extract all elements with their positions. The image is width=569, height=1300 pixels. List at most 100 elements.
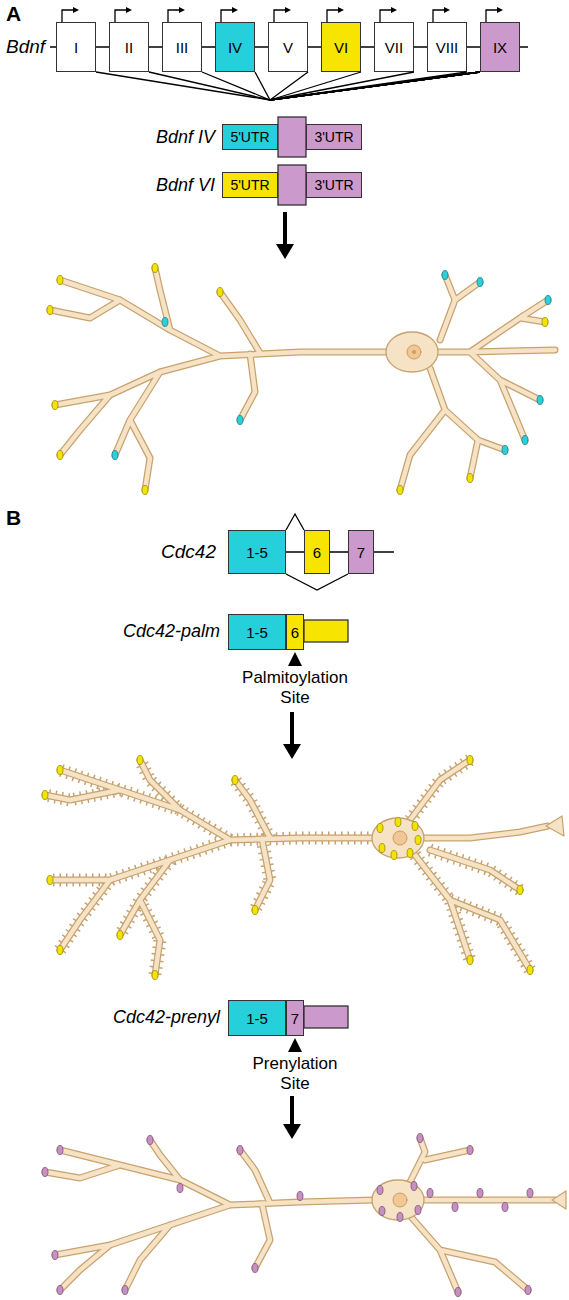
soma — [372, 818, 424, 858]
drawing-part — [142, 486, 148, 495]
exon-label: IX — [493, 40, 507, 55]
neurite-outline — [45, 1138, 555, 1292]
splice-line — [255, 72, 480, 100]
drawing-part — [397, 1213, 403, 1222]
drawing-part — [377, 824, 383, 833]
exon-label: V — [283, 40, 293, 55]
mrna-dots-pink — [42, 1134, 533, 1297]
drawing-part — [42, 1168, 48, 1177]
drawing-part — [397, 486, 403, 495]
soma — [372, 1180, 424, 1220]
exon-label: IV — [228, 40, 242, 55]
drawing-part — [527, 1189, 533, 1198]
drawing-part — [379, 844, 385, 853]
exon-box: 7 — [348, 530, 374, 574]
drawing-part — [57, 766, 63, 775]
exon-box: IV — [215, 22, 255, 72]
exon-box: 7 — [286, 1000, 304, 1036]
neurite-outline — [45, 760, 530, 975]
mrna-dots-yellow — [47, 264, 548, 495]
exon-label: 1-5 — [246, 545, 268, 560]
exon-label: 5'UTR — [230, 130, 269, 144]
drawing-part — [162, 318, 168, 327]
drawing-part — [545, 296, 551, 305]
drawing-part — [112, 451, 118, 460]
exon-box: 3'UTR — [306, 172, 362, 198]
exon-box: I — [56, 22, 96, 72]
gene-line — [286, 551, 394, 552]
utr-region — [304, 1006, 348, 1028]
growth-cone — [546, 816, 564, 836]
drawing-part — [455, 1288, 461, 1297]
exon-label: 1-5 — [246, 625, 268, 640]
drawing-part — [52, 1251, 58, 1260]
gene-name: Bdnf — [6, 36, 54, 58]
nucleus — [393, 1193, 407, 1207]
drawing-part — [537, 396, 543, 405]
drawing-part — [502, 446, 508, 455]
drawing-part — [57, 451, 63, 460]
drawing-part — [147, 1136, 153, 1145]
drawing-part — [542, 318, 548, 327]
drawing-part — [237, 416, 243, 425]
panel-letter: A — [6, 2, 36, 26]
splice-line — [286, 574, 348, 590]
drawing-part — [252, 1264, 258, 1273]
panel-letter: B — [6, 506, 36, 530]
exon-label: VII — [385, 40, 403, 55]
drawing-part — [442, 271, 448, 280]
splice-line — [202, 72, 480, 100]
drawing-part — [252, 906, 258, 915]
splice-line — [270, 72, 480, 100]
drawing-part — [276, 244, 294, 259]
drawing-part — [525, 1286, 531, 1295]
drawing-part — [290, 1096, 294, 1126]
splice-line — [96, 72, 480, 100]
exon-label: II — [125, 40, 133, 55]
drawing-part — [412, 822, 418, 831]
drawing-part — [391, 851, 397, 860]
exon-label: VIII — [436, 40, 459, 55]
drawing-part — [283, 744, 301, 759]
splice-line — [270, 72, 480, 100]
exon-box: 6 — [304, 530, 330, 574]
exon-label: 5'UTR — [230, 178, 269, 192]
soma — [386, 332, 438, 372]
drawing-part — [122, 1286, 128, 1295]
exon-box: VI — [321, 22, 361, 72]
exon-label: 6 — [291, 625, 299, 640]
drawing-part — [407, 849, 413, 858]
axon — [420, 826, 548, 838]
promoter-arrow — [433, 7, 450, 22]
splice-line — [286, 514, 304, 530]
site-marker — [288, 652, 302, 666]
growth-cone — [552, 1191, 566, 1209]
drawing-part — [452, 1203, 458, 1212]
drawing-part — [427, 1189, 433, 1198]
exon-box: II — [109, 22, 149, 72]
transcript-name: Cdc42-palm — [60, 621, 220, 642]
exon-box: VIII — [427, 22, 467, 72]
exon-label: 3'UTR — [314, 178, 353, 192]
exon-box: IX — [480, 22, 520, 72]
drawing-part — [57, 1286, 63, 1295]
neuron — [45, 1138, 566, 1292]
dendritic-spines — [45, 760, 530, 975]
drawing-part — [527, 966, 533, 975]
exon-label: III — [176, 40, 189, 55]
down-arrow — [283, 1096, 301, 1139]
exon-label: I — [74, 40, 78, 55]
transcript-name: Bdnf VI — [95, 175, 215, 196]
exon-box: 1-5 — [228, 1000, 286, 1036]
promoter-arrow — [380, 7, 397, 22]
neurite — [45, 1138, 555, 1292]
neurite — [50, 268, 555, 490]
neuron — [50, 268, 555, 490]
neurite-outline — [50, 268, 555, 490]
neurite — [45, 760, 530, 975]
drawing-part — [477, 1189, 483, 1198]
exon-box: V — [268, 22, 308, 72]
drawing-part — [177, 1184, 183, 1193]
promoter-arrow — [327, 7, 344, 22]
